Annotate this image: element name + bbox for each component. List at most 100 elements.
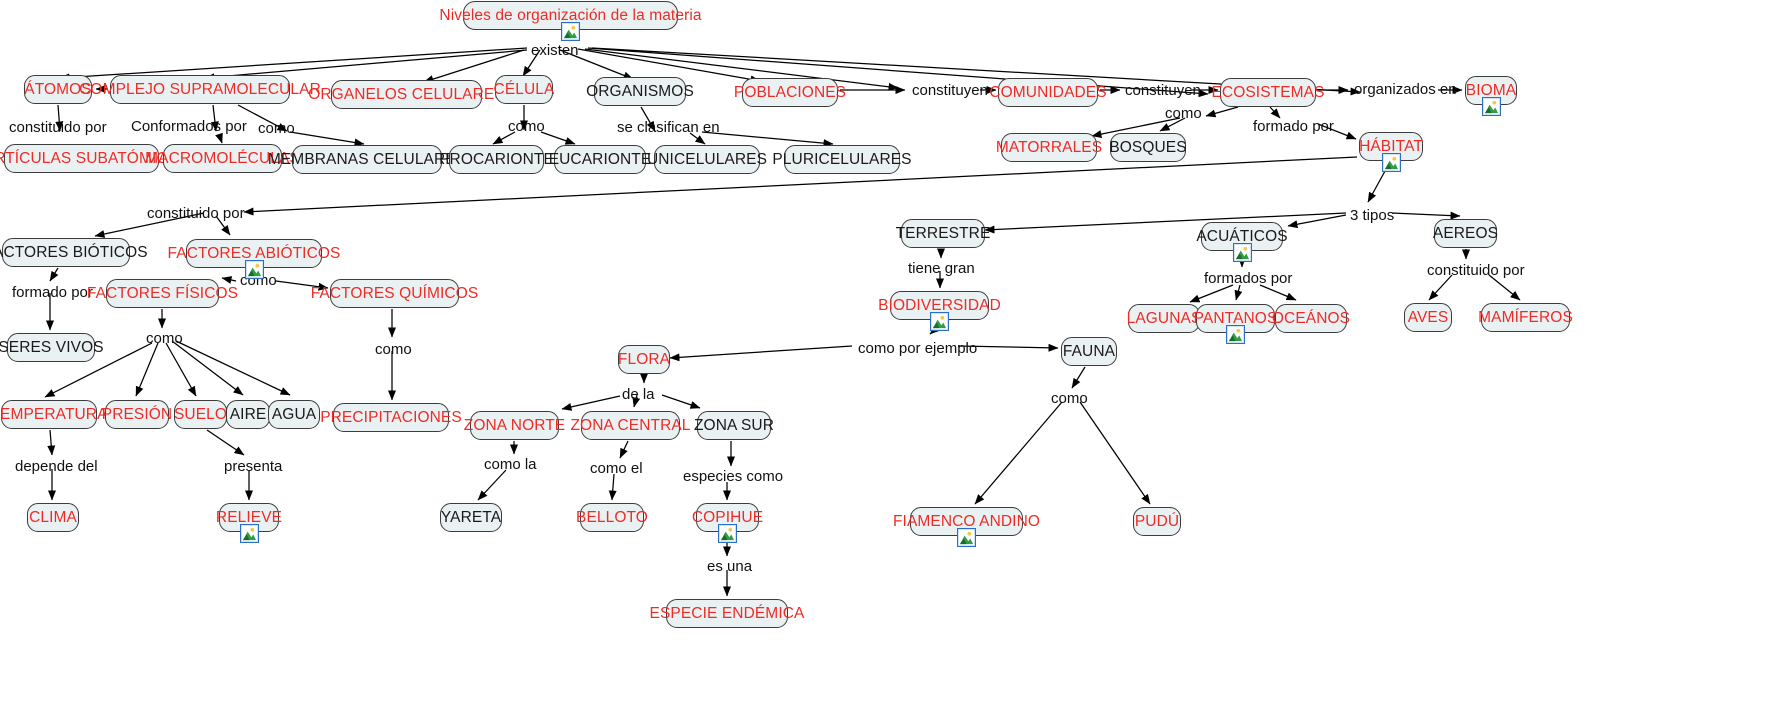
- concept-node-label: POBLACIONES: [733, 83, 847, 101]
- concept-node-label: TEMPERATURA: [0, 405, 108, 423]
- concept-node-aire[interactable]: AIRE: [226, 400, 270, 429]
- concept-node-label: UNICELULARES: [646, 150, 768, 168]
- concept-node-label: FAUNA: [1062, 342, 1116, 360]
- concept-node-label: PARTÍCULAS SUBATÓMICAS: [0, 149, 189, 167]
- concept-node-bosques[interactable]: BOSQUES: [1109, 133, 1187, 162]
- link-label-formadospor: formados por: [1204, 270, 1293, 287]
- concept-node-zonanorte[interactable]: ZONA NORTE: [464, 411, 565, 440]
- image-icon[interactable]: [930, 312, 949, 331]
- link-label-constituido1: constituido por: [9, 119, 107, 136]
- concept-node-membranas[interactable]: MEMBRANAS CELULARES: [268, 145, 466, 174]
- concept-node-mamiferos[interactable]: MAMÍFEROS: [1478, 303, 1573, 332]
- link-label-tresTipos: 3 tipos: [1350, 207, 1395, 224]
- concept-node-label: LAGUNAS: [1126, 309, 1202, 327]
- link-label-como7: como: [1051, 390, 1088, 407]
- concept-node-label: AGUA: [271, 405, 317, 423]
- image-icon[interactable]: [244, 260, 264, 279]
- concept-node-agua[interactable]: AGUA: [268, 400, 320, 429]
- concept-node-pudu[interactable]: PUDÚ: [1133, 507, 1181, 536]
- concept-node-label: Niveles de organización de la materia: [439, 6, 702, 24]
- concept-node-aereos[interactable]: AEREOS: [1432, 219, 1499, 248]
- concept-node-eucarionte[interactable]: EUCARIONTE: [549, 145, 651, 174]
- concept-node-suelo[interactable]: SUELO: [174, 400, 227, 429]
- image-icon[interactable]: [1481, 97, 1501, 116]
- concept-node-label: BOSQUES: [1109, 138, 1187, 156]
- concept-node-organelos[interactable]: ORGANELOS CELULARES: [308, 80, 505, 109]
- link-label-existen: existen: [531, 42, 579, 59]
- concept-node-yareta[interactable]: YARETA: [440, 503, 502, 532]
- concept-node-complejo[interactable]: COMPLEJO SUPRAMOLECULAR: [79, 75, 321, 104]
- concept-node-label: CÉLULA: [493, 80, 555, 98]
- concept-node-macromol[interactable]: MACROMOLÉCULAS: [145, 144, 300, 173]
- concept-node-label: MEMBRANAS CELULARES: [267, 150, 467, 168]
- link-label-dependedel: depende del: [15, 458, 98, 475]
- image-icon[interactable]: [1381, 153, 1401, 172]
- concept-node-label: ÁTOMOS: [24, 80, 92, 98]
- concept-node-biotic[interactable]: FACTORES BIÓTICOS: [0, 238, 148, 267]
- concept-node-belloto[interactable]: BELLOTO: [576, 503, 648, 532]
- link-label-constituido3: constituido por: [1427, 262, 1525, 279]
- image-icon[interactable]: [239, 524, 259, 543]
- concept-node-seresvivos[interactable]: SERES VIVOS: [0, 333, 104, 362]
- link-label-comoel: como el: [590, 460, 643, 477]
- concept-node-especie[interactable]: ESPECIE ENDÉMICA: [650, 599, 804, 628]
- concept-node-clima[interactable]: CLIMA: [27, 503, 79, 532]
- concept-node-label: FACTORES QUÍMICOS: [310, 284, 479, 302]
- concept-node-flora[interactable]: FLORA: [618, 345, 670, 374]
- concept-node-label: COMPLEJO SUPRAMOLECULAR: [79, 80, 321, 98]
- concept-node-label: FLORA: [617, 350, 671, 368]
- concept-node-precip[interactable]: PRECIPITACIONES: [320, 403, 462, 432]
- image-icon[interactable]: [1226, 325, 1245, 344]
- concept-node-matorrales[interactable]: MATORRALES: [996, 133, 1102, 162]
- image-icon[interactable]: [1232, 243, 1252, 262]
- concept-node-label: PRECIPITACIONES: [320, 408, 462, 426]
- concept-node-label: ORGANISMOS: [586, 82, 694, 100]
- concept-node-label: PUDÚ: [1134, 512, 1180, 530]
- image-icon[interactable]: [561, 22, 580, 41]
- concept-node-zonacentral[interactable]: ZONA CENTRAL: [570, 411, 690, 440]
- concept-node-lagunas[interactable]: LAGUNAS: [1126, 304, 1202, 333]
- link-label-conformados: Conformados por: [131, 118, 247, 135]
- link-label-como5: como: [146, 330, 183, 347]
- concept-node-label: EUCARIONTE: [548, 150, 652, 168]
- concept-node-particulas[interactable]: PARTÍCULAS SUBATÓMICAS: [0, 144, 188, 173]
- link-label-constituyen2: constituyen: [1125, 82, 1201, 99]
- concept-node-label: FACTORES ABIÓTICOS: [167, 244, 341, 262]
- concept-node-atomos[interactable]: ÁTOMOS: [24, 75, 92, 104]
- concept-node-label: BELLOTO: [576, 508, 648, 526]
- concept-node-label: RELIEVE: [215, 508, 283, 526]
- concept-node-label: PLURICELULARES: [772, 150, 912, 168]
- concept-node-presion[interactable]: PRESIÓN: [102, 400, 172, 429]
- concept-node-ecosistemas[interactable]: ECOSISTEMAS: [1211, 78, 1324, 107]
- concept-node-label: FACTORES BIÓTICOS: [0, 243, 148, 261]
- concept-node-procarionte[interactable]: PROCARIONTE: [439, 145, 554, 174]
- link-label-formadopor2: formado por: [12, 284, 93, 301]
- concept-node-fauna[interactable]: FAUNA: [1061, 337, 1117, 366]
- concept-node-oceanos[interactable]: OCEÁNOS: [1272, 304, 1350, 333]
- link-label-como1: como: [258, 120, 295, 137]
- concept-node-label: HÁBITAT: [1359, 137, 1423, 155]
- concept-node-aves[interactable]: AVES: [1404, 303, 1452, 332]
- concept-node-quimicos[interactable]: FACTORES QUÍMICOS: [311, 279, 478, 308]
- link-label-constituido2: constituido por: [147, 205, 245, 222]
- link-label-como3: como: [1165, 105, 1202, 122]
- concept-node-comunidades[interactable]: COMUNIDADES: [989, 78, 1107, 107]
- concept-node-label: AVES: [1407, 308, 1449, 326]
- concept-node-label: YARETA: [440, 508, 502, 526]
- concept-node-abiotic[interactable]: FACTORES ABIÓTICOS: [168, 239, 340, 268]
- concept-node-unicelulares[interactable]: UNICELULARES: [647, 145, 767, 174]
- concept-node-label: AEREOS: [1432, 224, 1499, 242]
- concept-node-terrestre[interactable]: TERRESTRE: [896, 219, 990, 248]
- concept-node-label: FACTORES FÍSICOS: [86, 284, 239, 302]
- concept-node-fisicos[interactable]: FACTORES FÍSICOS: [87, 279, 238, 308]
- concept-node-temperatura[interactable]: TEMPERATURA: [0, 400, 107, 429]
- image-icon[interactable]: [718, 524, 737, 543]
- concept-node-zonasur[interactable]: ZONA SUR: [694, 411, 774, 440]
- image-icon[interactable]: [957, 528, 976, 547]
- concept-node-pluricelular[interactable]: PLURICELULARES: [772, 145, 912, 174]
- concept-node-organismos[interactable]: ORGANISMOS: [586, 77, 694, 106]
- concept-node-label: BIOMA: [1465, 81, 1517, 99]
- link-label-como2: como: [508, 118, 545, 135]
- concept-node-poblaciones[interactable]: POBLACIONES: [734, 78, 846, 107]
- concept-node-celula[interactable]: CÉLULA: [493, 75, 555, 104]
